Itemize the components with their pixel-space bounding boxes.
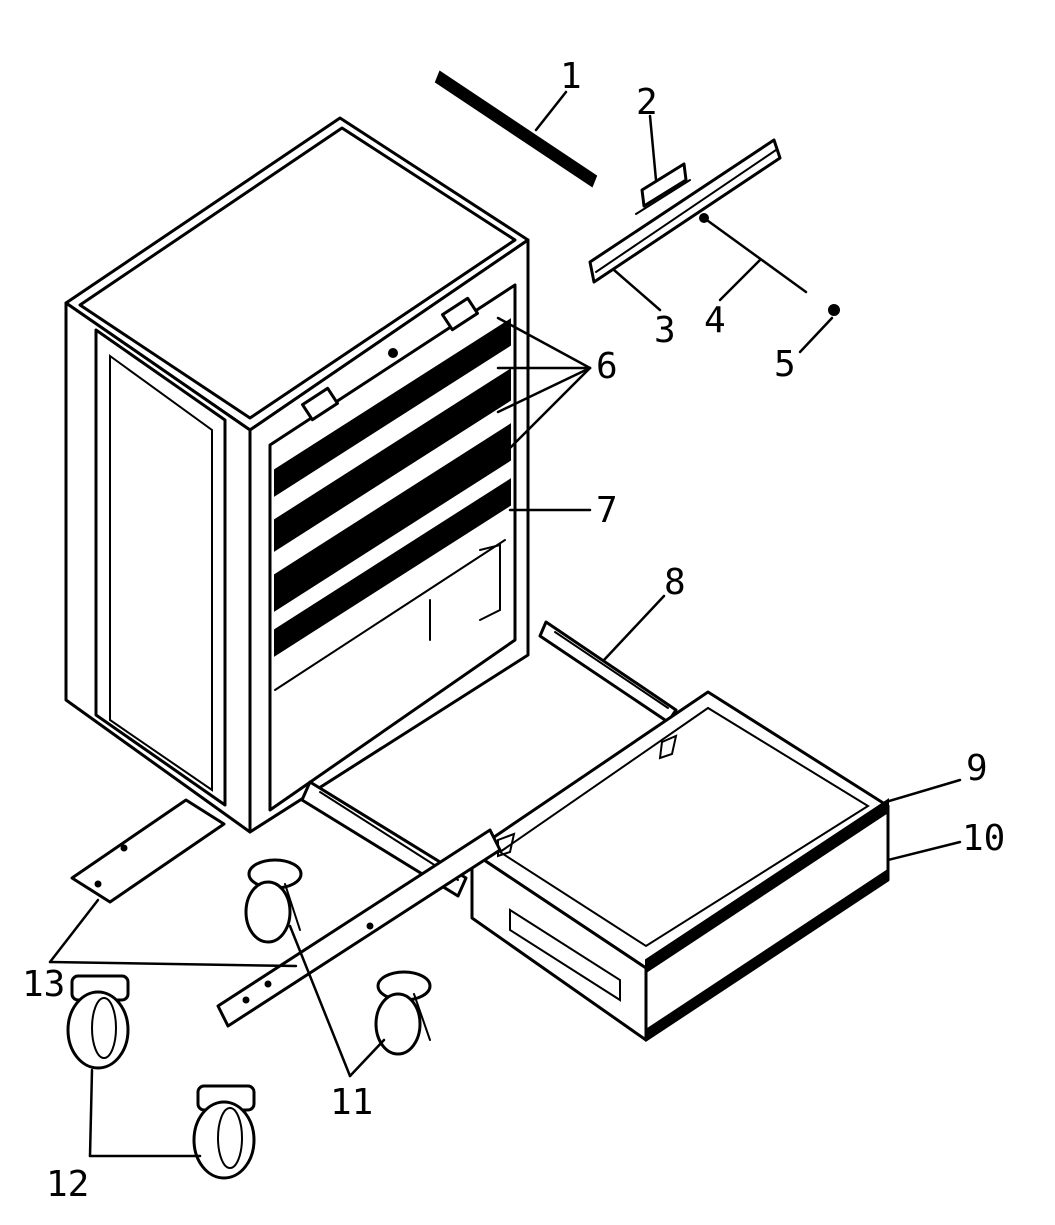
drawer-side-slot <box>509 908 621 1002</box>
drawer-slide-bracket <box>479 543 501 621</box>
callout-13: 13 <box>22 964 65 1005</box>
lock-keyhole <box>388 348 398 358</box>
part-3-rail <box>588 138 782 284</box>
leader-5 <box>798 316 834 354</box>
leader-1 <box>534 90 568 132</box>
drawer-back-tab <box>658 734 678 760</box>
drawer-pull-strip <box>645 798 889 974</box>
plate-hole <box>264 980 272 988</box>
caster-hub <box>91 997 117 1059</box>
plate-hole <box>242 996 250 1004</box>
callout-3: 3 <box>654 310 676 351</box>
drawer-bottom-strip <box>645 868 889 1042</box>
caster-hub <box>217 1107 243 1169</box>
leader-9 <box>884 778 962 804</box>
top-handle-left <box>301 386 339 422</box>
leader-13b <box>48 960 298 968</box>
trim-bar <box>434 70 598 188</box>
rod-end <box>699 213 709 223</box>
cabinet-top-lip <box>78 126 517 420</box>
plate-hole <box>366 922 374 930</box>
callout-1: 1 <box>560 56 582 97</box>
rod <box>702 216 808 294</box>
drawer-inner-rim <box>498 706 870 948</box>
leader-10 <box>886 840 962 862</box>
drawer-5-edge <box>274 539 506 691</box>
drawer-3 <box>274 423 511 612</box>
drawer-1 <box>274 318 511 497</box>
leader-2 <box>648 114 658 182</box>
callout-6: 6 <box>596 346 618 387</box>
callout-4: 4 <box>704 300 726 341</box>
slide-rail-right <box>538 620 678 724</box>
leader-11b <box>348 1038 386 1078</box>
cabinet-side-inner <box>109 354 213 792</box>
callout-10: 10 <box>962 818 1005 859</box>
cabinet-side-inset <box>94 328 227 807</box>
callout-labels: 1 2 3 4 5 6 7 8 9 10 11 12 13 <box>22 56 1005 1205</box>
drawer-2 <box>274 368 511 552</box>
plate-hole <box>120 844 128 852</box>
leader-3 <box>612 268 662 312</box>
callout-7: 7 <box>596 490 618 531</box>
part-13-caster-plates <box>70 798 502 1028</box>
leader-8 <box>602 594 666 662</box>
leader-12b <box>88 1068 94 1158</box>
drawer-4 <box>274 478 511 657</box>
part-1-trim-bar <box>434 70 598 188</box>
callout-11: 11 <box>330 1082 373 1123</box>
rail-groove <box>595 149 777 273</box>
open-drawer <box>470 690 890 1042</box>
leader-6a <box>496 316 592 370</box>
plate-hole <box>94 880 102 888</box>
bracket-base <box>635 179 691 215</box>
caster-wheel <box>374 992 422 1056</box>
part-11-swivel-caster-b <box>374 970 432 1056</box>
tool-cabinet <box>64 116 530 834</box>
callout-9: 9 <box>966 748 988 789</box>
caster-fork <box>413 993 431 1041</box>
part-5-screw <box>828 304 840 316</box>
leader-6c <box>496 366 592 414</box>
callout-8: 8 <box>664 562 686 603</box>
part-4-rod <box>699 213 808 294</box>
part-12-rigid-caster-a <box>66 974 130 1070</box>
callout-12: 12 <box>46 1164 89 1205</box>
leader-6d <box>496 366 592 462</box>
part-8-slide-rail <box>538 620 678 724</box>
caster-wheel <box>244 880 292 944</box>
slide-rail-right-groove <box>554 631 669 709</box>
callout-2: 2 <box>636 82 658 123</box>
caster-plate-front <box>216 828 502 1028</box>
bracket-body <box>640 162 688 208</box>
leader-11a <box>288 924 352 1078</box>
leader-13a <box>48 898 100 964</box>
leader-lines <box>48 90 962 1158</box>
part-12-rigid-caster-b <box>192 1084 256 1180</box>
part-11-swivel-caster-a <box>244 858 303 944</box>
caster-fork <box>284 883 301 931</box>
callout-5: 5 <box>774 344 796 385</box>
part-2-bracket <box>635 162 691 215</box>
slide-rail-left <box>300 780 468 898</box>
leader-4 <box>718 258 762 302</box>
screw-head <box>828 304 840 316</box>
caster-plate-rear <box>70 798 226 904</box>
top-handle-right <box>441 296 479 332</box>
